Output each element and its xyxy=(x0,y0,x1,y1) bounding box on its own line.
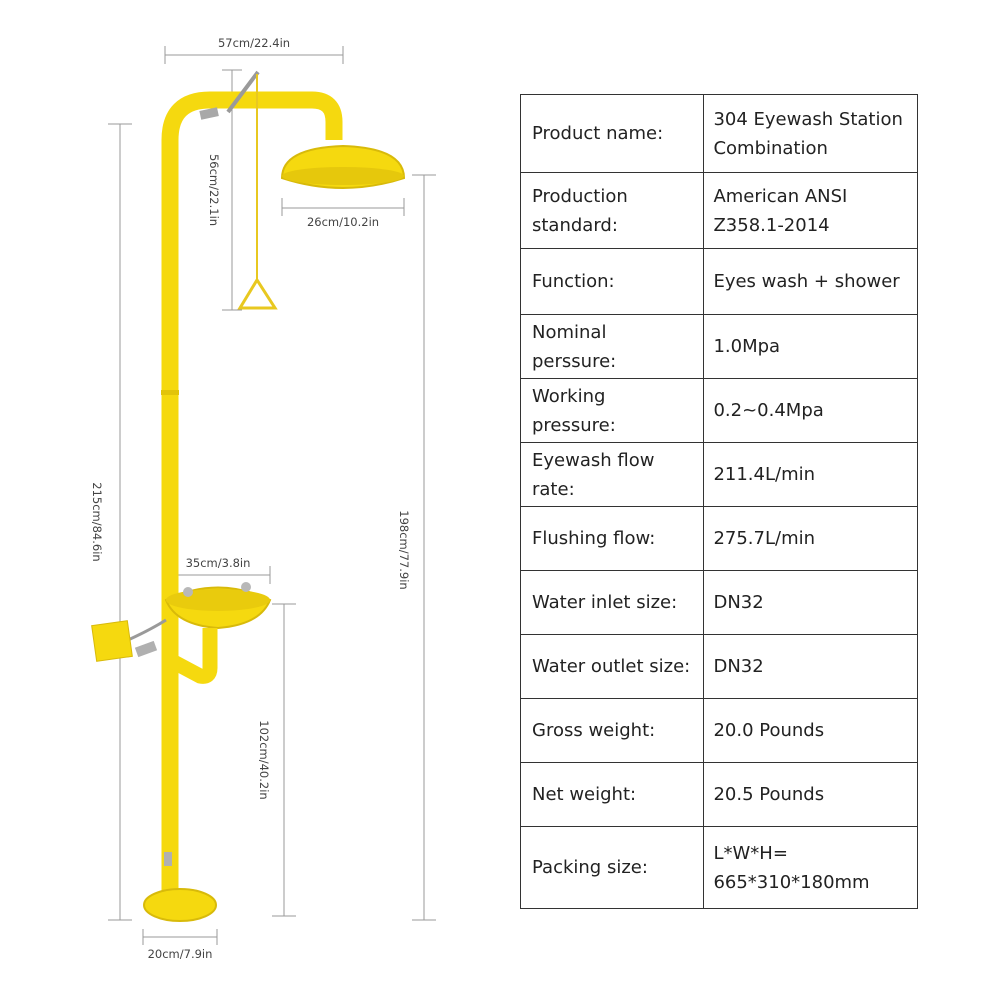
spec-label: Water outlet size: xyxy=(519,634,705,699)
spec-label: Function: xyxy=(519,248,705,315)
spec-value: DN32 xyxy=(703,570,918,635)
spec-row: Water inlet size: DN32 xyxy=(519,570,918,635)
dim-pull-rod: 56cm/22.1in xyxy=(207,154,221,226)
dim-total-height: 215cm/84.6in xyxy=(90,482,104,561)
spec-label: Flushing flow: xyxy=(519,506,705,571)
spec-row: Flushing flow: 275.7L/min xyxy=(519,506,918,571)
spec-value: 275.7L/min xyxy=(703,506,918,571)
spec-label: Packing size: xyxy=(519,826,705,909)
eyewash-station xyxy=(91,70,406,922)
spec-label: Water inlet size: xyxy=(519,570,705,635)
spec-row: Packing size: L*W*H= 665*310*180mm xyxy=(519,826,918,909)
spec-row: Net weight: 20.5 Pounds xyxy=(519,762,918,827)
spec-row: Function: Eyes wash + shower xyxy=(519,248,918,315)
spec-value: 20.0 Pounds xyxy=(703,698,918,763)
spec-label: Working pressure: xyxy=(519,378,705,443)
spec-label: Eyewash flow rate: xyxy=(519,442,705,507)
main-pipe xyxy=(161,91,343,905)
spec-label: Production standard: xyxy=(519,172,705,249)
spec-row: Eyewash flow rate: 211.4L/min xyxy=(519,442,918,507)
spec-value: American ANSI Z358.1-2014 xyxy=(703,172,918,249)
spec-value: 0.2~0.4Mpa xyxy=(703,378,918,443)
spec-row: Nominal perssure: 1.0Mpa xyxy=(519,314,918,379)
dimension-lines xyxy=(108,46,436,945)
spec-row: Product name: 304 Eyewash Station Combin… xyxy=(519,94,918,173)
product-illustration: 57cm/22.4in 56cm/22.1in 26cm/10.2in 215c… xyxy=(90,36,436,961)
spec-table: Product name: 304 Eyewash Station Combin… xyxy=(519,94,918,909)
dim-bowl-width: 35cm/3.8in xyxy=(186,556,251,570)
spec-row: Water outlet size: DN32 xyxy=(519,634,918,699)
spec-row: Production standard: American ANSI Z358.… xyxy=(519,172,918,249)
spec-value: Eyes wash + shower xyxy=(703,248,918,315)
dim-shower-head: 26cm/10.2in xyxy=(307,215,379,229)
dim-bowl-height: 102cm/40.2in xyxy=(257,720,271,799)
spec-label: Nominal perssure: xyxy=(519,314,705,379)
spec-value: 20.5 Pounds xyxy=(703,762,918,827)
spec-value: 211.4L/min xyxy=(703,442,918,507)
push-plate xyxy=(91,620,133,662)
spec-value: L*W*H= 665*310*180mm xyxy=(703,826,918,909)
spec-label: Gross weight: xyxy=(519,698,705,763)
dim-base: 20cm/7.9in xyxy=(148,947,213,961)
spec-label: Net weight: xyxy=(519,762,705,827)
spec-value: DN32 xyxy=(703,634,918,699)
spec-row: Working pressure: 0.2~0.4Mpa xyxy=(519,378,918,443)
spec-value: 304 Eyewash Station Combination xyxy=(703,94,918,173)
spec-value: 1.0Mpa xyxy=(703,314,918,379)
dim-shower-height: 198cm/77.9in xyxy=(397,510,411,589)
spec-row: Gross weight: 20.0 Pounds xyxy=(519,698,918,763)
floor-base xyxy=(143,888,217,922)
spec-label: Product name: xyxy=(519,94,705,173)
dim-arm-width: 57cm/22.4in xyxy=(218,36,290,50)
